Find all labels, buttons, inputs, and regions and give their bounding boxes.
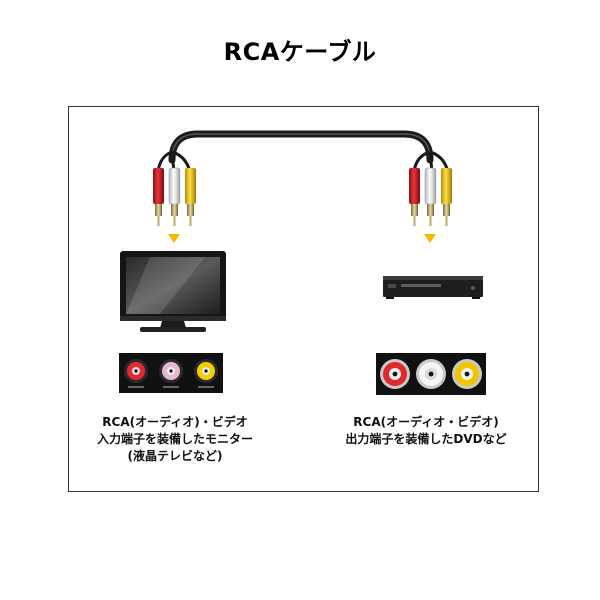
caption-line: RCA(オーディオ)・ビデオ	[102, 415, 248, 429]
red-jack-icon	[380, 359, 410, 389]
diagram-frame	[68, 106, 539, 492]
rca-cable-icon	[156, 130, 450, 173]
yellow-plug-icon	[185, 168, 196, 226]
down-triangle-icon	[424, 234, 436, 243]
rca-jack-panel-icon	[376, 353, 486, 395]
monitor-caption: RCA(オーディオ)・ビデオ 入力端子を装備したモニター (液晶テレビなど)	[60, 414, 290, 465]
down-triangle-icon	[168, 234, 180, 243]
caption-line: (液晶テレビなど)	[127, 449, 223, 463]
lcd-monitor-icon	[120, 251, 226, 332]
caption-line: 入力端子を装備したモニター	[96, 432, 253, 446]
yellow-jack-icon	[452, 359, 482, 389]
white-jack-icon	[159, 359, 183, 383]
dvd-caption: RCA(オーディオ・ビデオ) 出力端子を装備したDVDなど	[316, 414, 536, 448]
caption-line: 出力端子を装備したDVDなど	[345, 432, 507, 446]
rca-plugs-left	[153, 167, 196, 226]
white-plug-icon	[168, 167, 181, 226]
caption-line: RCA(オーディオ・ビデオ)	[353, 415, 499, 429]
rca-plugs-right	[409, 167, 452, 226]
red-plug-icon	[153, 168, 164, 226]
white-jack-icon	[416, 359, 446, 389]
yellow-jack-icon	[194, 359, 218, 383]
rca-jack-panel-icon	[119, 353, 223, 393]
white-plug-icon	[424, 167, 437, 226]
red-plug-icon	[409, 168, 420, 226]
yellow-plug-icon	[441, 168, 452, 226]
red-jack-icon	[124, 359, 148, 383]
dvd-player-icon	[383, 276, 483, 299]
page-title: RCAケーブル	[223, 38, 377, 66]
